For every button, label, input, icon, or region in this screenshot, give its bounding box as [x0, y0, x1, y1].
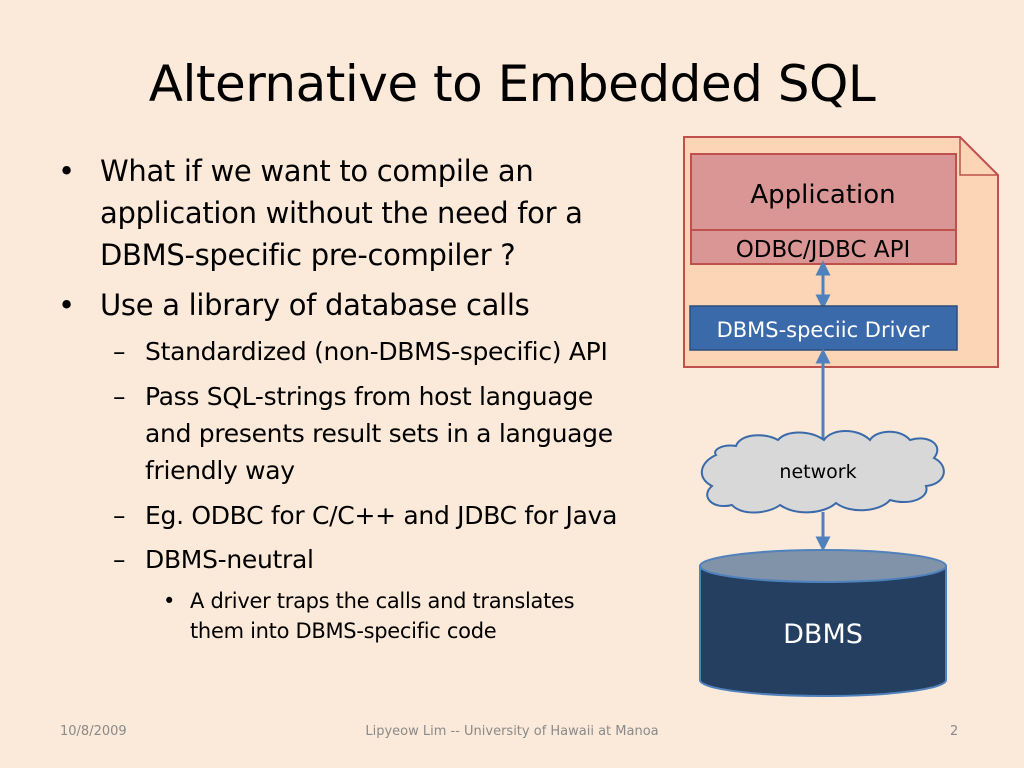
- bullet-1-line-2: application without the need for a: [100, 196, 583, 230]
- sub-bullet-marker: –: [113, 545, 126, 574]
- sub-bullet-4-line-1: DBMS-neutral: [145, 545, 314, 574]
- footer-author: Lipyeow Lim -- University of Hawaii at M…: [365, 724, 659, 739]
- bullet-1-line-3: DBMS-specific pre-compiler ?: [100, 238, 516, 272]
- slide-title: Alternative to Embedded SQL: [148, 55, 876, 113]
- sub-sub-bullet-marker: •: [163, 589, 176, 613]
- bullet-marker: •: [58, 154, 76, 188]
- network-label: network: [779, 461, 856, 483]
- api-label: ODBC/JDBC API: [736, 237, 911, 263]
- sub-sub-bullet-1-line-1: A driver traps the calls and translates: [190, 589, 575, 613]
- sub-bullet-marker: –: [113, 501, 126, 530]
- sub-bullet-marker: –: [113, 337, 126, 366]
- dbms-label: DBMS: [783, 619, 863, 650]
- sub-bullet-2-line-1: Pass SQL-strings from host language: [145, 382, 593, 411]
- dbms-cylinder-body: [699, 565, 947, 697]
- api-box: [690, 229, 957, 265]
- network-cloud: [701, 430, 945, 514]
- dbms-cylinder-top: [699, 549, 947, 583]
- sub-bullet-2-line-2: and presents result sets in a language: [145, 419, 613, 448]
- bullet-list: • What if we want to compile an applicat…: [58, 154, 618, 643]
- bullet-marker: •: [58, 288, 76, 322]
- sub-bullet-1-line-1: Standardized (non-DBMS-specific) API: [145, 337, 608, 366]
- sub-bullet-marker: –: [113, 382, 126, 411]
- page-fold-corner: [959, 137, 998, 176]
- driver-label: DBMS-speciic Driver: [717, 318, 930, 342]
- sub-bullet-3-line-1: Eg. ODBC for C/C++ and JDBC for Java: [145, 501, 618, 530]
- bullet-2-line-1: Use a library of database calls: [100, 288, 530, 322]
- footer-date: 10/8/2009: [60, 724, 127, 739]
- footer-page-number: 2: [950, 724, 959, 739]
- sub-bullet-2-line-3: friendly way: [145, 456, 295, 485]
- bullet-1-line-1: What if we want to compile an: [100, 154, 534, 188]
- application-label: Application: [750, 180, 895, 210]
- sub-sub-bullet-1-line-2: them into DBMS-specific code: [190, 619, 497, 643]
- application-box: [690, 153, 957, 231]
